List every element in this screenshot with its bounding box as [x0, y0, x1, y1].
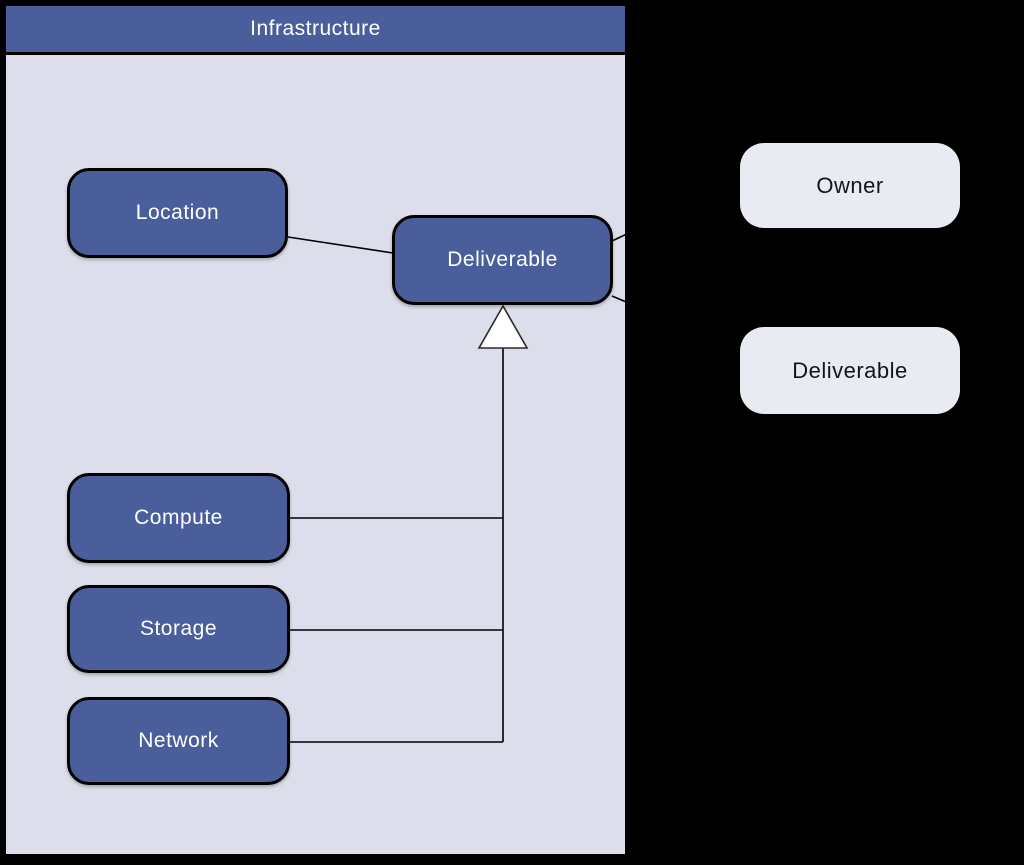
node-deliverable-label: Deliverable [447, 248, 558, 271]
node-storage: Storage [67, 585, 290, 673]
external-node-owner: Owner [740, 143, 960, 228]
external-owner-label: Owner [816, 172, 884, 198]
node-network: Network [67, 697, 290, 785]
external-deliverable-label: Deliverable [792, 357, 908, 383]
external-node-deliverable: Deliverable [740, 327, 960, 414]
node-location: Location [67, 168, 288, 258]
package-header: Infrastructure [6, 6, 625, 55]
node-compute-label: Compute [134, 506, 223, 529]
node-storage-label: Storage [139, 617, 218, 640]
node-network-label: Network [138, 729, 219, 752]
node-deliverable: Deliverable [392, 215, 613, 305]
node-compute: Compute [67, 473, 290, 563]
node-location-label: Location [135, 201, 220, 224]
package-title: Infrastructure [250, 17, 381, 40]
